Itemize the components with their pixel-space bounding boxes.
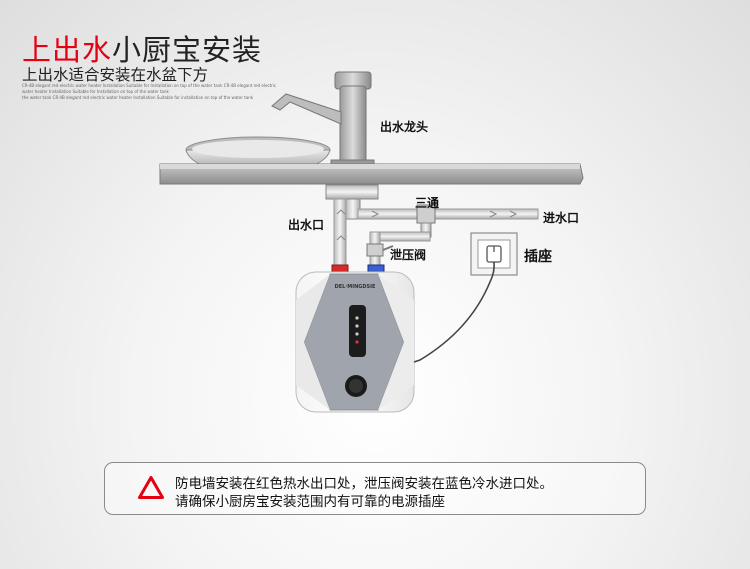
fine-print-3: the water tank CR-4B elegant red electri… xyxy=(22,95,254,100)
warning-icon xyxy=(138,476,164,499)
water-heater: DEL·MINGDSIE xyxy=(295,271,415,413)
label-inlet: 进水口 xyxy=(543,211,580,225)
hot-water-pipe xyxy=(331,198,349,274)
fine-print-2: water heater Installation Suitable for I… xyxy=(22,89,169,94)
notice-line-2: 请确保小厨房宝安装范围内有可靠的电源插座 xyxy=(175,494,445,510)
power-cord xyxy=(413,261,495,363)
title-red: 上出水 xyxy=(22,33,113,67)
brand-text: DEL·MINGDSIE xyxy=(335,284,376,290)
installation-notice: 防电墙安装在红色热水出口处，泄压阀安装在蓝色冷水进口处。 请确保小厨房宝安装范围… xyxy=(104,462,646,515)
countertop-edge xyxy=(160,164,580,169)
label-faucet: 出水龙头 xyxy=(380,120,429,134)
label-outlet: 出水口 xyxy=(288,218,325,232)
label-socket: 插座 xyxy=(524,249,552,265)
display-panel xyxy=(349,305,366,357)
power-socket xyxy=(470,232,518,276)
label-tee: 三通 xyxy=(415,196,440,210)
subtitle: 上出水适合安装在水盆下方 xyxy=(22,66,209,84)
label-relief-valve: 泄压阀 xyxy=(390,248,427,262)
page-title: 上出水小厨宝安装 xyxy=(22,27,262,69)
relief-valve xyxy=(366,243,384,257)
pipe-junction-block xyxy=(325,184,379,220)
fine-print-1: CR-4B elegant red electric water heater … xyxy=(22,83,277,88)
notice-line-1: 防电墙安装在红色热水出口处，泄压阀安装在蓝色冷水进口处。 xyxy=(175,476,553,492)
title-dark: 小厨宝安装 xyxy=(112,33,263,67)
cold-water-pipe xyxy=(366,231,431,274)
